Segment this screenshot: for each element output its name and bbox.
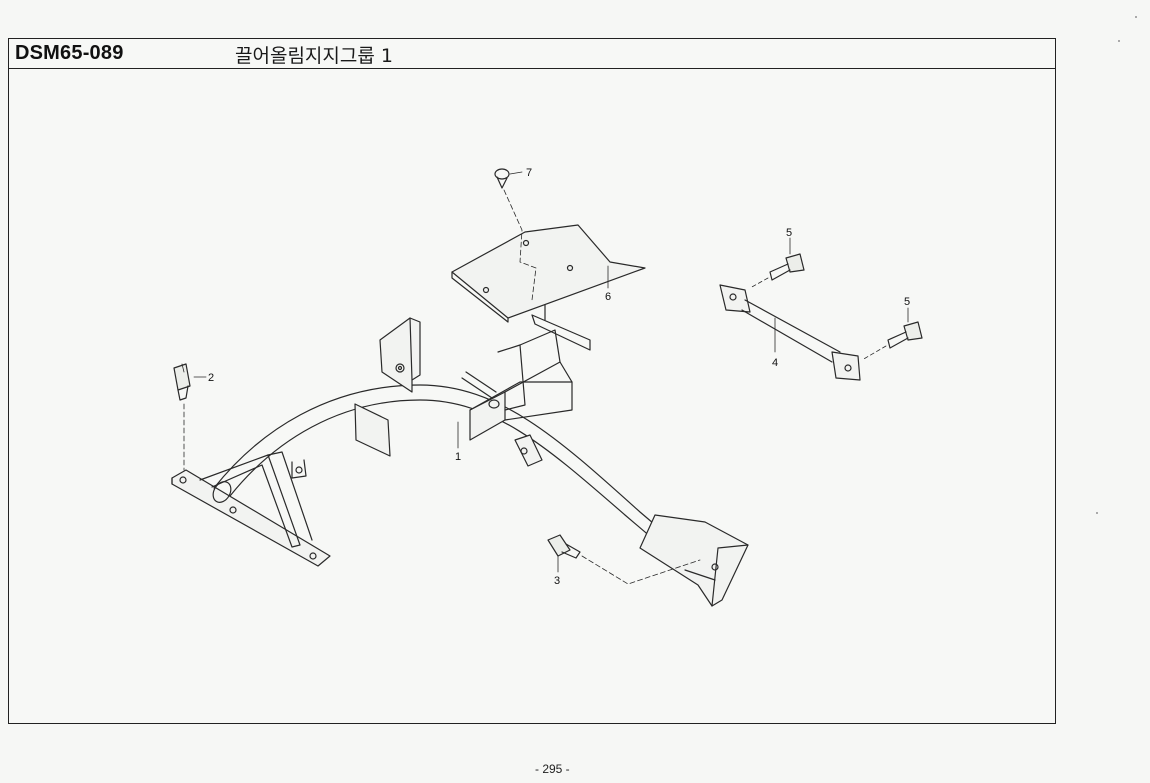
callout-3: 3 xyxy=(554,575,560,587)
callout-5-top: 5 xyxy=(786,227,792,239)
callout-4: 4 xyxy=(772,357,778,369)
rod-part-4: 4 xyxy=(719,284,861,381)
part-code: DSM65-089 xyxy=(15,42,124,64)
cover-plate-part-6: 6 xyxy=(451,224,646,351)
callout-7: 7 xyxy=(526,167,532,179)
support-frame-part-1: 1 xyxy=(171,317,749,607)
rod-bolts-part-5: 5 5 xyxy=(749,227,923,361)
callout-6: 6 xyxy=(605,291,611,303)
scan-speck xyxy=(1118,40,1120,42)
callout-5-right: 5 xyxy=(904,296,910,308)
left-gusset xyxy=(199,454,301,548)
upper-left-bracket xyxy=(379,317,421,393)
left-foot-plate xyxy=(171,469,331,567)
callout-1: 1 xyxy=(455,451,461,463)
page-number: - 295 - xyxy=(535,762,570,776)
group-title: 끌어올림지지그룹 1 xyxy=(235,45,393,67)
side-tab xyxy=(354,403,391,457)
bolt-part-2: 2 xyxy=(173,363,214,471)
scan-speck xyxy=(1135,16,1137,18)
screw-part-7: 7 xyxy=(494,167,537,301)
title-bar: DSM65-089 끌어올림지지그룹 1 xyxy=(9,39,1055,69)
right-end-plate xyxy=(639,514,749,607)
main-tube xyxy=(213,384,721,581)
bolt-part-3: 3 xyxy=(547,534,701,587)
callout-2: 2 xyxy=(208,372,214,384)
scan-speck xyxy=(1096,512,1098,514)
